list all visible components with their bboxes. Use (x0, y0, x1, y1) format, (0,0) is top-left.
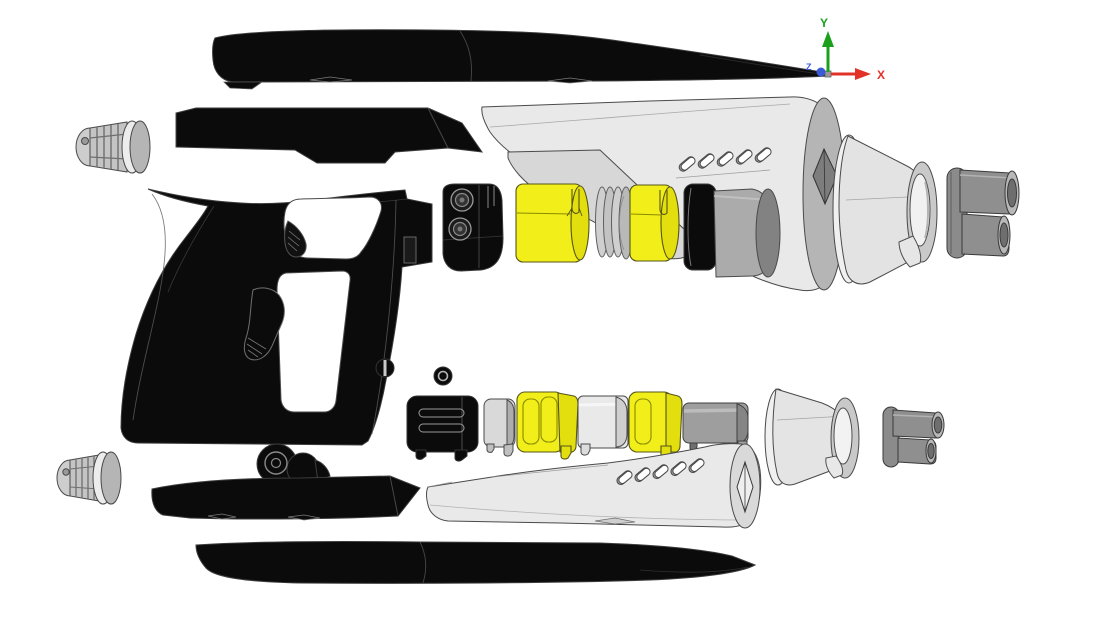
x-axis-label: X (877, 68, 885, 82)
part-spring-washers[interactable] (595, 186, 634, 260)
part-power-cell-right[interactable] (628, 391, 683, 460)
part-inner-barrel-cylinder[interactable] (713, 188, 781, 278)
part-power-cell-left[interactable] (516, 391, 579, 460)
part-adjuster-knob-upper[interactable] (75, 120, 151, 174)
part-grip-frame[interactable] (120, 188, 433, 446)
part-set-screw-flat[interactable] (375, 358, 395, 378)
part-energy-cell-rear[interactable] (629, 184, 680, 262)
part-top-cover-panel[interactable] (212, 29, 829, 90)
axis-triad: Y X Z (806, 16, 885, 82)
y-axis-arrowhead-icon (822, 31, 834, 47)
vent-slots-lower (616, 458, 705, 486)
part-slotted-core-block[interactable] (406, 395, 479, 462)
part-trigger-guard-plate[interactable] (151, 443, 421, 521)
part-barrel-tube-pair[interactable] (946, 167, 1020, 259)
part-lower-barrel-tube-pair[interactable] (882, 406, 945, 468)
part-upper-frame-plate[interactable] (175, 107, 484, 164)
part-spacer-sleeve[interactable] (683, 183, 717, 271)
part-set-screw-socket[interactable] (433, 366, 453, 386)
part-battery-housing[interactable] (577, 395, 629, 456)
part-lower-shroud-cone[interactable] (764, 388, 860, 486)
z-axis-dot-icon (816, 67, 826, 77)
part-muzzle-shroud-cone[interactable] (832, 134, 938, 285)
part-bottom-cover-panel[interactable] (195, 540, 757, 584)
part-adjuster-knob-lower[interactable] (56, 451, 122, 505)
part-contact-block[interactable] (442, 183, 504, 272)
y-axis-label: Y (820, 16, 828, 30)
x-axis-arrowhead-icon (855, 68, 871, 80)
vent-slots-upper (678, 147, 772, 172)
z-axis-label: Z (806, 62, 812, 72)
part-lower-receiver-shell[interactable] (426, 443, 762, 529)
part-energy-cell-front[interactable] (515, 183, 590, 263)
part-core-spacer[interactable] (483, 398, 516, 457)
